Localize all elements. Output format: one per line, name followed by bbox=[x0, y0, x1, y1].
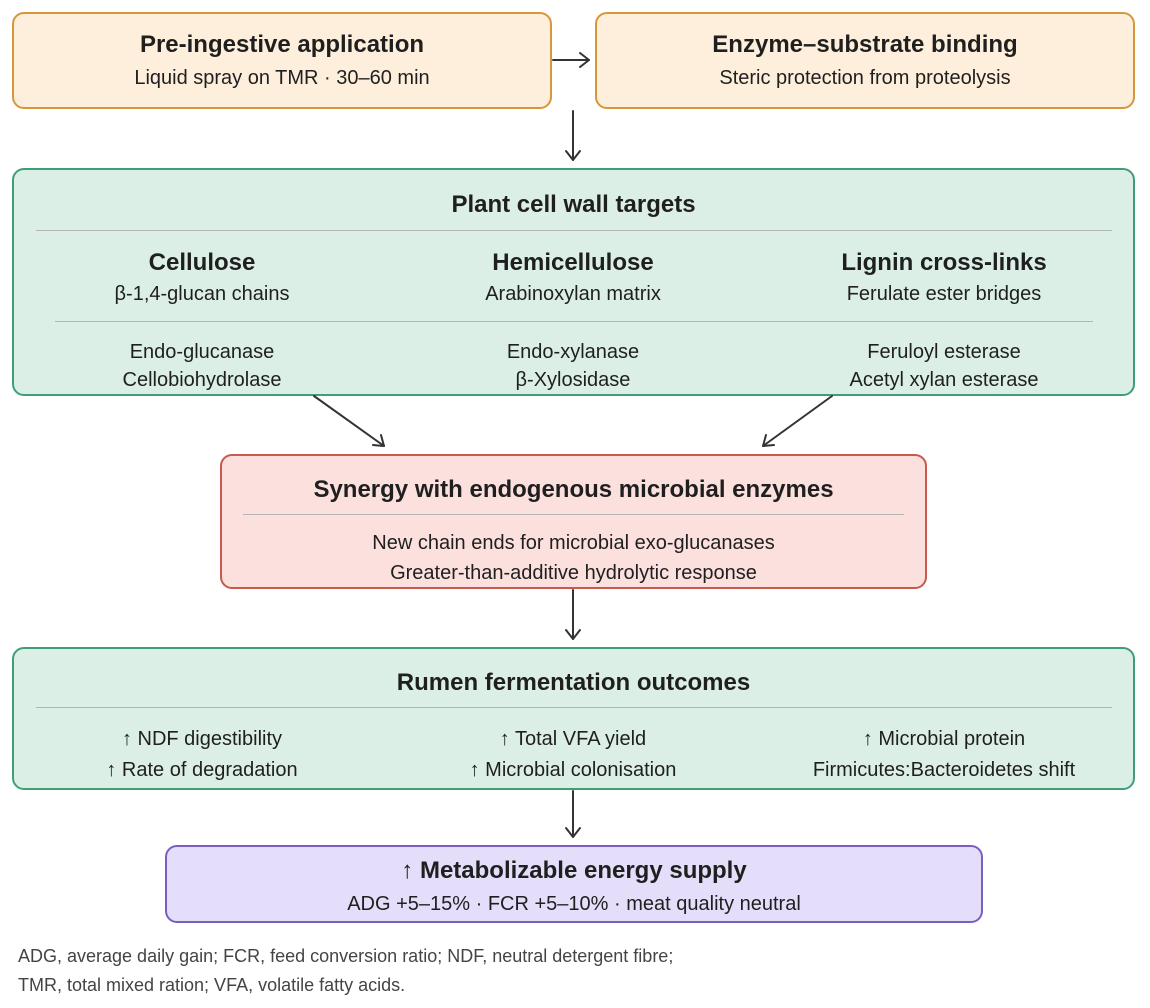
hemicellulose-description: Arabinoxylan matrix bbox=[485, 283, 661, 305]
synergy-box bbox=[220, 454, 927, 589]
synergy-line-2: Greater-than-additive hydrolytic respons… bbox=[390, 562, 757, 584]
cellulose-heading: Cellulose bbox=[148, 249, 256, 276]
rumen-outcome-vfa: ↑ Total VFA yield bbox=[499, 728, 647, 750]
footnote-line-2: TMR, total mixed ration; VFA, volatile f… bbox=[18, 975, 406, 995]
arrow-rumen-to-energy bbox=[565, 790, 581, 838]
lignin-heading: Lignin cross-links bbox=[841, 249, 1047, 276]
rumen-title: Rumen fermentation outcomes bbox=[396, 669, 751, 696]
rumen-box bbox=[12, 647, 1135, 790]
pre-ingestive-box bbox=[12, 12, 552, 109]
synergy-title-rule bbox=[243, 514, 904, 515]
enzyme-binding-box bbox=[595, 12, 1135, 109]
cell-wall-enzyme-rule bbox=[55, 321, 1093, 322]
cell-wall-title-rule bbox=[36, 230, 1112, 231]
arrow-application-to-cell-wall bbox=[565, 110, 581, 161]
energy-box bbox=[165, 845, 983, 923]
cell-wall-title: Plant cell wall targets bbox=[451, 191, 696, 218]
rumen-outcome-ndf: ↑ NDF digestibility bbox=[121, 728, 283, 750]
arrow-synergy-to-rumen bbox=[565, 589, 581, 640]
arrow-cell-wall-right-to-synergy bbox=[762, 395, 833, 447]
pre-ingestive-title: Pre-ingestive application bbox=[139, 31, 425, 58]
rumen-outcome-microbial-protein: ↑ Microbial protein bbox=[862, 728, 1026, 750]
rumen-outcome-colonisation: ↑ Microbial colonisation bbox=[469, 759, 677, 781]
cellulose-description: β-1,4-glucan chains bbox=[114, 283, 290, 305]
synergy-title: Synergy with endogenous microbial enzyme… bbox=[313, 476, 834, 503]
rumen-outcome-firmicutes-shift: Firmicutes:Bacteroidetes shift bbox=[812, 759, 1076, 781]
hemicellulose-enzyme-2: β-Xylosidase bbox=[515, 369, 631, 391]
arrow-cell-wall-left-to-synergy bbox=[313, 395, 385, 447]
pre-ingestive-subtitle: Liquid spray on TMR · 30–60 min bbox=[134, 67, 430, 89]
enzyme-binding-subtitle: Steric protection from proteolysis bbox=[719, 67, 1011, 89]
lignin-description: Ferulate ester bridges bbox=[846, 283, 1042, 305]
energy-title: ↑ Metabolizable energy supply bbox=[401, 857, 747, 884]
cellulose-enzyme-2: Cellobiohydrolase bbox=[122, 369, 282, 391]
lignin-enzyme-2: Acetyl xylan esterase bbox=[849, 369, 1039, 391]
arrow-application-to-binding bbox=[552, 52, 590, 68]
footnote-line-1: ADG, average daily gain; FCR, feed conve… bbox=[18, 946, 674, 966]
hemicellulose-heading: Hemicellulose bbox=[492, 249, 654, 276]
hemicellulose-enzyme-1: Endo-xylanase bbox=[506, 341, 640, 363]
enzyme-binding-title: Enzyme–substrate binding bbox=[712, 31, 1018, 58]
rumen-outcome-degradation-rate: ↑ Rate of degradation bbox=[106, 759, 298, 781]
lignin-enzyme-1: Feruloyl esterase bbox=[867, 341, 1021, 363]
synergy-line-1: New chain ends for microbial exo-glucana… bbox=[372, 532, 775, 554]
cellulose-enzyme-1: Endo-glucanase bbox=[129, 341, 275, 363]
rumen-title-rule bbox=[36, 707, 1112, 708]
energy-subtitle: ADG +5–15% · FCR +5–10% · meat quality n… bbox=[347, 893, 801, 915]
cell-wall-box bbox=[12, 168, 1135, 396]
